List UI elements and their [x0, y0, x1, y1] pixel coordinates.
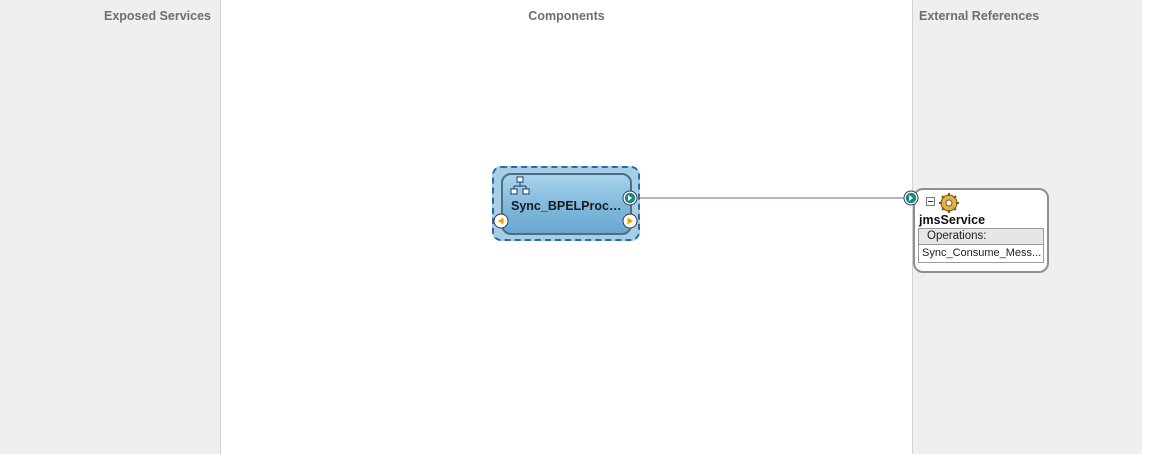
collapse-toggle-icon[interactable]: [926, 197, 935, 206]
reference-port-icon[interactable]: [622, 190, 638, 206]
service-port-left-icon[interactable]: [493, 213, 509, 229]
operation-item[interactable]: Sync_Consume_Mess...: [918, 245, 1044, 263]
bpel-process-icon: [510, 176, 530, 196]
adapter-gear-icon: [938, 192, 960, 214]
operations-header: Operations:: [918, 228, 1044, 245]
reference-name[interactable]: jmsService: [919, 213, 985, 227]
reference-input-port-icon[interactable]: [903, 190, 919, 206]
service-port-right-icon[interactable]: [622, 213, 638, 229]
component-name[interactable]: Sync_BPELProce...: [511, 199, 625, 213]
